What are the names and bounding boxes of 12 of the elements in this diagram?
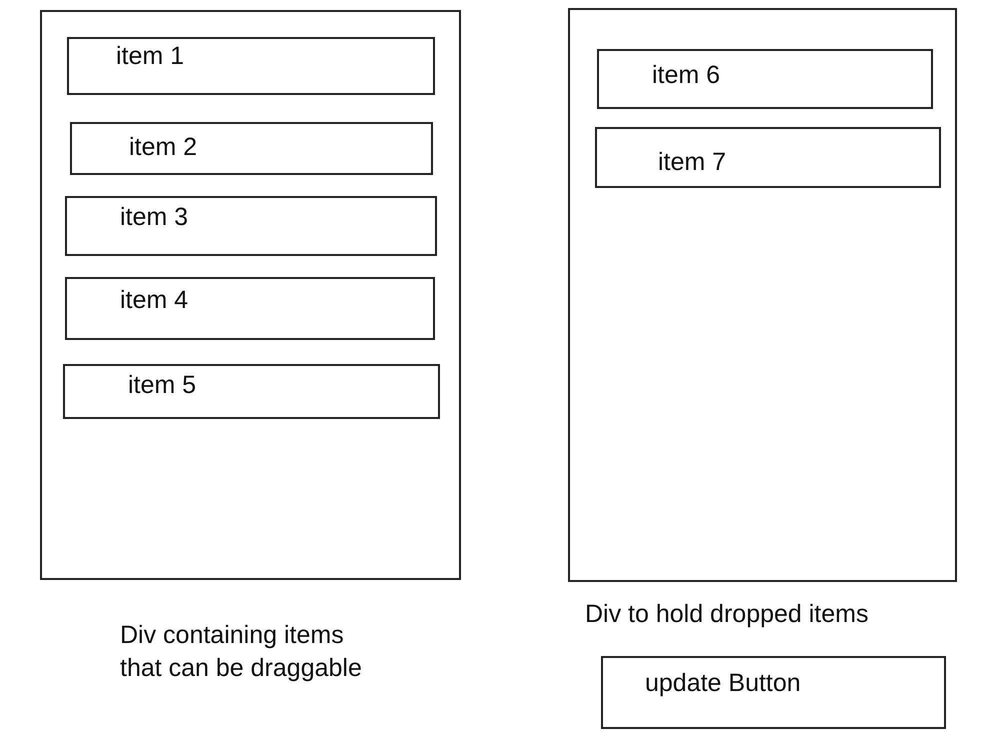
item-list-panel bbox=[40, 10, 461, 580]
list-item: item 3 bbox=[65, 196, 437, 256]
list-item: item 5 bbox=[63, 364, 440, 419]
drop-zone-panel bbox=[568, 8, 957, 582]
dropped-item: item 6 bbox=[597, 49, 933, 109]
panel-label: Div to hold dropped items bbox=[585, 599, 870, 630]
update-button: update Button bbox=[601, 656, 946, 729]
panel-label: Div containing items that can be draggable bbox=[120, 620, 363, 684]
dropped-item: item 7 bbox=[595, 127, 941, 188]
list-item: item 2 bbox=[70, 122, 433, 175]
list-item: item 4 bbox=[65, 277, 435, 340]
list-item: item 1 bbox=[67, 37, 435, 95]
